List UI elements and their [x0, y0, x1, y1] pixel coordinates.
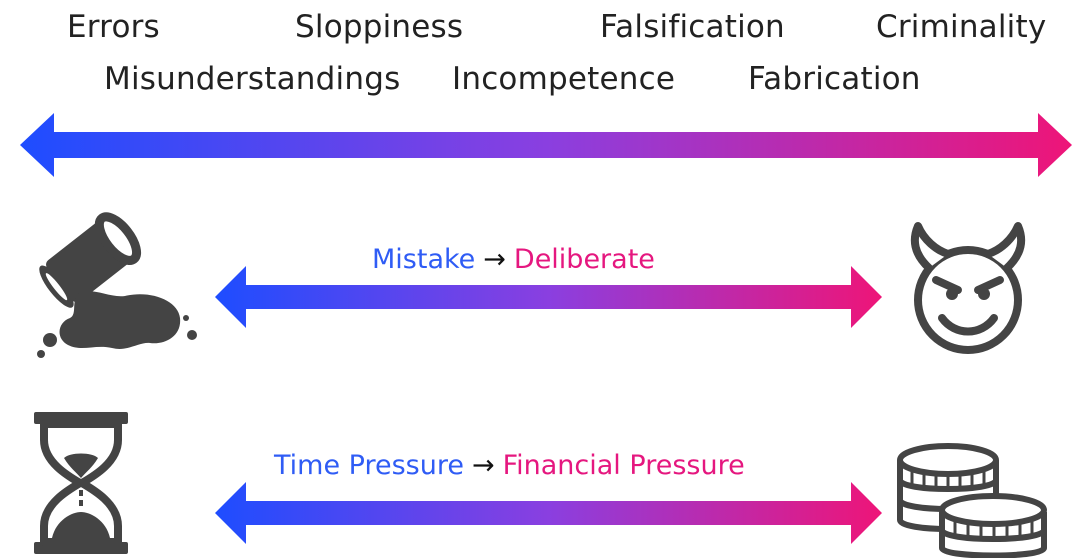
mistake-deliberate-arrow [215, 266, 882, 328]
term-sloppiness: Sloppiness [295, 9, 464, 45]
caption-to-deliberate: Deliberate [513, 244, 655, 275]
term-errors: Errors [67, 9, 160, 45]
caption-arrow-glyph: → [471, 450, 495, 481]
term-criminality: Criminality [876, 9, 1047, 45]
time-financial-caption: Time Pressure→Financial Pressure [274, 452, 745, 479]
term-incompetence: Incompetence [452, 61, 676, 97]
mistake-deliberate-caption: Mistake→Deliberate [372, 246, 655, 273]
caption-from-mistake: Mistake [372, 244, 476, 275]
spectrum-arrow [20, 113, 1072, 177]
term-fabrication: Fabrication [748, 61, 921, 97]
caption-to-financial-pressure: Financial Pressure [502, 450, 745, 481]
caption-arrow-glyph: → [483, 244, 506, 275]
term-falsification: Falsification [600, 9, 785, 45]
caption-from-time-pressure: Time Pressure [274, 450, 464, 481]
time-financial-arrow [215, 482, 882, 544]
term-misunderstandings: Misunderstandings [104, 61, 401, 97]
